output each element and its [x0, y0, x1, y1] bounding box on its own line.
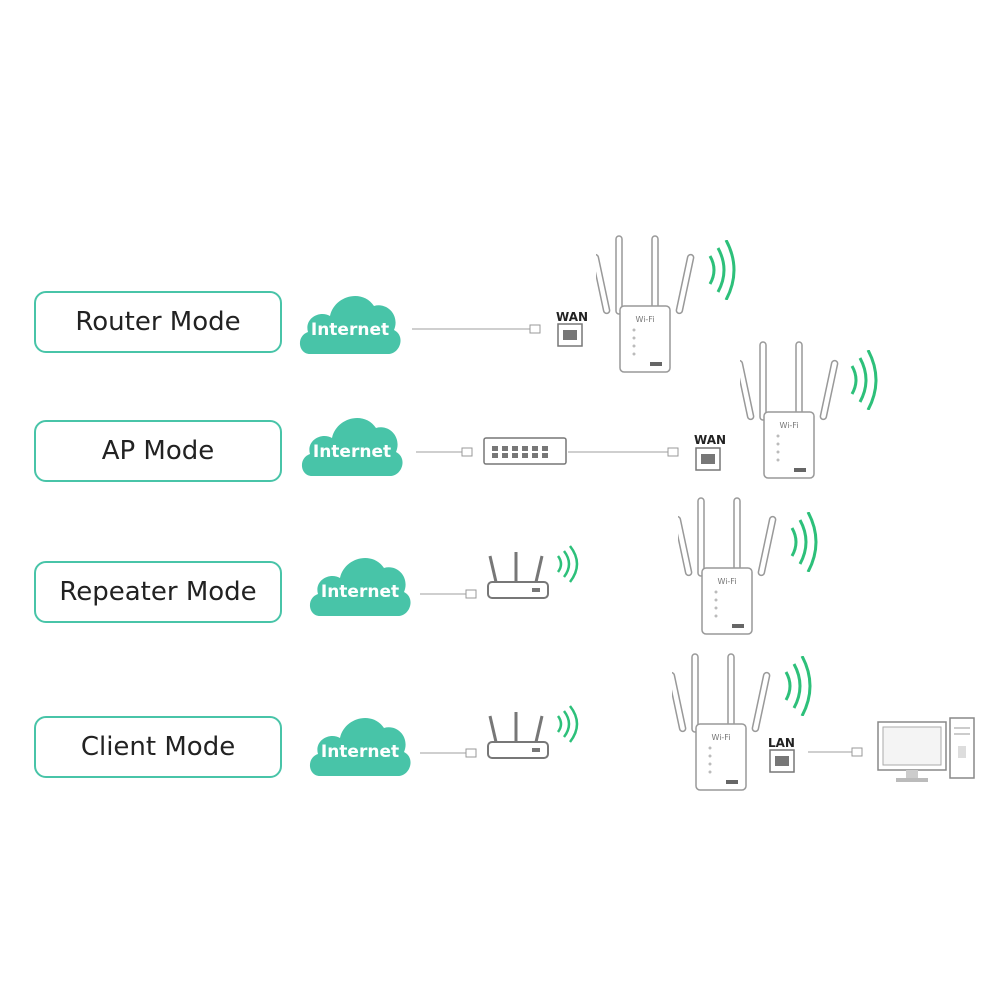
ap-mode-label: AP Mode: [101, 436, 215, 466]
cloud-label: Internet: [320, 582, 400, 602]
svg-text:Wi-Fi: Wi-Fi: [635, 315, 654, 324]
internet-cloud-client: Internet: [306, 708, 414, 780]
client-mode-label: Client Mode: [80, 732, 236, 762]
svg-text:Wi-Fi: Wi-Fi: [779, 421, 798, 430]
cloud-icon: [301, 417, 403, 476]
internet-cloud-repeater: Internet: [306, 548, 414, 620]
cable-plug: [851, 747, 863, 757]
cable-plug: [667, 447, 679, 457]
wifi-signal-icon: [850, 350, 878, 410]
ethernet-port-icon: [769, 749, 795, 773]
lan-port-label: LAN: [768, 736, 795, 750]
network-switch-icon: [483, 437, 567, 465]
cloud-label: Internet: [312, 442, 392, 462]
wifi-signal-icon: [556, 545, 579, 583]
wifi-signal-icon: [790, 512, 818, 572]
router-mode-label: Router Mode: [75, 307, 241, 337]
cloud-label: Internet: [320, 742, 400, 762]
wifi-signal-icon: [708, 240, 736, 300]
wan-port-label: WAN: [694, 433, 727, 447]
wifi-extender-icon: Wi-Fi: [678, 497, 777, 635]
wifi-signal-icon: [556, 705, 579, 743]
repeater-mode-label: Repeater Mode: [59, 577, 257, 607]
ethernet-port-icon: [557, 323, 583, 347]
cloud-icon: [299, 295, 401, 354]
desktop-computer-icon: [877, 717, 975, 782]
internet-cloud-ap: Internet: [298, 408, 406, 480]
wan-port-label: WAN: [556, 310, 589, 324]
internet-cloud-router: Internet: [296, 286, 404, 358]
client-mode-box: Client Mode: [34, 716, 282, 778]
svg-text:Wi-Fi: Wi-Fi: [711, 733, 730, 742]
cable-plug: [529, 324, 541, 334]
cloud-icon: [309, 717, 411, 776]
ap-mode-box: AP Mode: [34, 420, 282, 482]
cable-plug: [461, 447, 473, 457]
cable-plug: [465, 748, 477, 758]
router-icon: [487, 712, 549, 759]
cable-plug: [465, 589, 477, 599]
wifi-extender-icon: Wi-Fi: [740, 341, 839, 479]
cloud-icon: [309, 557, 411, 616]
svg-text:Wi-Fi: Wi-Fi: [717, 577, 736, 586]
wifi-extender-icon: Wi-Fi: [596, 235, 695, 373]
wifi-signal-icon: [784, 656, 812, 716]
cloud-label: Internet: [310, 320, 390, 340]
router-mode-box: Router Mode: [34, 291, 282, 353]
router-icon: [487, 552, 549, 599]
wifi-extender-icon: Wi-Fi: [672, 653, 771, 791]
ethernet-port-icon: [695, 447, 721, 471]
repeater-mode-box: Repeater Mode: [34, 561, 282, 623]
